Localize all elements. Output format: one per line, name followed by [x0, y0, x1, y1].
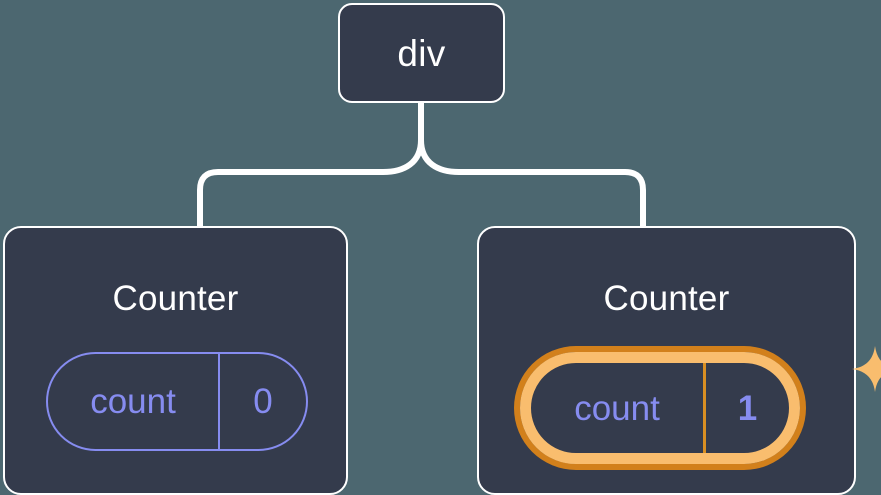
- node-div[interactable]: div: [338, 3, 505, 103]
- node-counter-right[interactable]: Counter count 1: [477, 226, 881, 495]
- node-counter-left-label: Counter: [112, 279, 239, 318]
- state-pill-left-wrap: count 0: [46, 352, 308, 451]
- state-pill-divider-left: [218, 354, 220, 449]
- sparkle-group: [852, 346, 881, 432]
- node-div-label: div: [397, 32, 446, 74]
- state-pill-right-wrap: count 1: [520, 346, 881, 464]
- state-pill-right-highlighted[interactable]: count 1: [520, 352, 800, 464]
- state-value-right: 1: [737, 388, 758, 428]
- state-key-right: count: [574, 388, 660, 428]
- state-value-left: 0: [253, 382, 273, 421]
- node-counter-left[interactable]: Counter count 0: [3, 226, 348, 495]
- node-counter-right-label: Counter: [603, 279, 730, 318]
- state-key-left: count: [90, 382, 176, 421]
- state-pill-left[interactable]: count 0: [46, 352, 308, 451]
- sparkle-icon-large: [852, 346, 881, 392]
- state-pill-divider-right: [703, 363, 706, 453]
